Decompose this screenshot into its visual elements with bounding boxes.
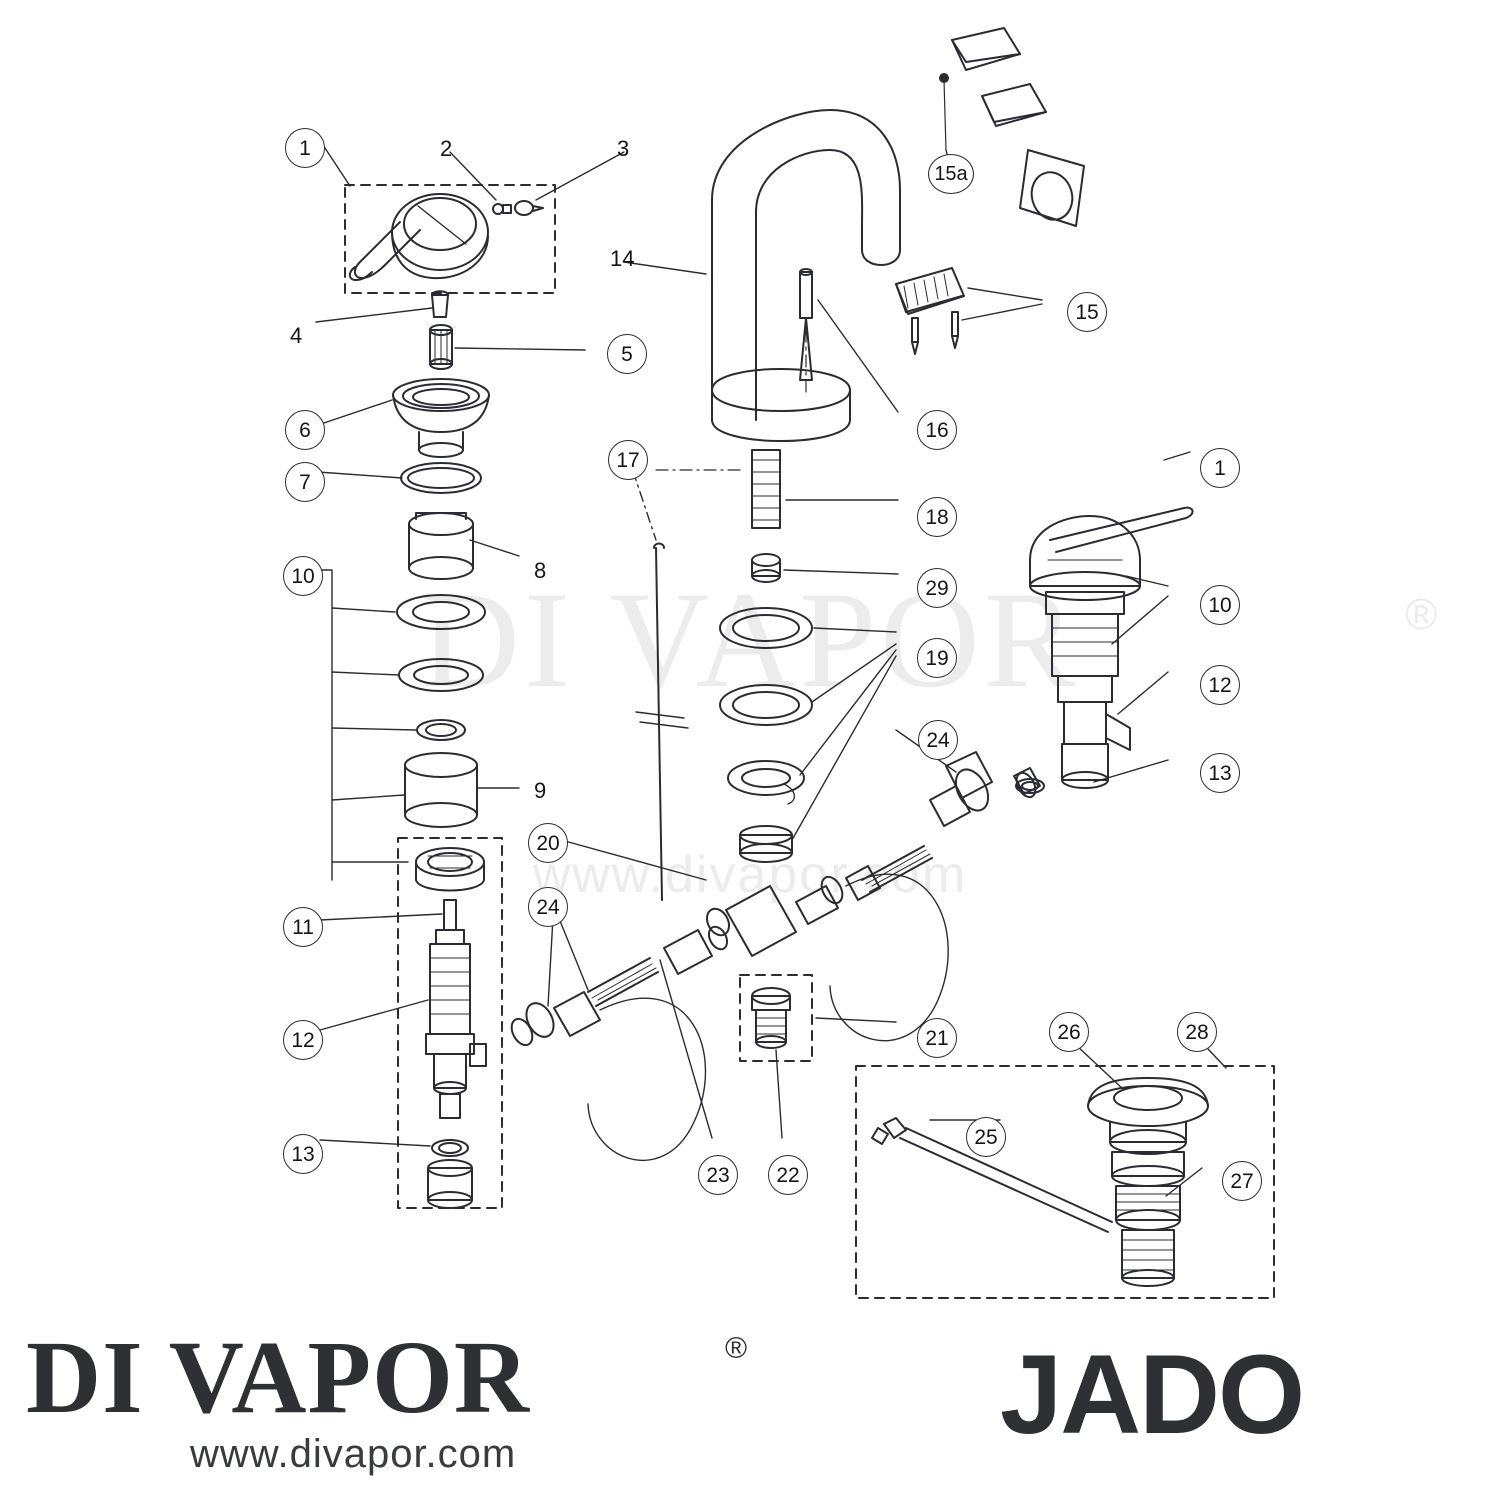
callout-15: 15	[1067, 292, 1107, 332]
divapor-registered-mark: ®	[725, 1332, 748, 1365]
callout-16: 16	[917, 410, 957, 450]
callout-6: 6	[285, 410, 325, 450]
group-box-cartridge	[397, 837, 503, 1209]
callout-24: 24	[918, 720, 958, 760]
callout-11: 11	[283, 907, 323, 947]
callout-3: 3	[617, 136, 630, 161]
callout-5: 5	[607, 334, 647, 374]
callout-24: 24	[528, 887, 568, 927]
callout-2: 2	[440, 136, 453, 161]
callout-23: 23	[698, 1155, 738, 1195]
callout-10: 10	[283, 556, 323, 596]
callout-1: 1	[1200, 448, 1240, 488]
divapor-url-text: www.divapor.com	[190, 1432, 517, 1476]
callout-13: 13	[1200, 753, 1240, 793]
callout-19: 19	[917, 638, 957, 678]
group-box-connector	[739, 974, 813, 1062]
group-box-waste	[855, 1065, 1275, 1299]
callout-15a: 15a	[928, 154, 974, 194]
callout-29: 29	[917, 568, 957, 608]
watermark-registered-mark: ®	[1405, 590, 1438, 639]
callout-20: 20	[528, 823, 568, 863]
jado-logo-text: JADO	[1000, 1332, 1305, 1457]
callout-13: 13	[283, 1134, 323, 1174]
callout-14: 14	[610, 246, 635, 271]
callout-8: 8	[534, 558, 547, 583]
callout-10: 10	[1200, 585, 1240, 625]
callout-25: 25	[966, 1117, 1006, 1157]
callout-21: 21	[917, 1018, 957, 1058]
callout-27: 27	[1222, 1161, 1262, 1201]
callout-22: 22	[768, 1155, 808, 1195]
callout-18: 18	[917, 497, 957, 537]
callout-26: 26	[1049, 1012, 1089, 1052]
callout-28: 28	[1177, 1012, 1217, 1052]
jado-logo-background	[995, 1340, 1475, 1480]
callout-1: 1	[285, 128, 325, 168]
divapor-logo-text: DI VAPOR	[26, 1320, 531, 1435]
group-box-1	[344, 184, 556, 294]
callout-9: 9	[534, 778, 547, 803]
callout-4: 4	[290, 323, 303, 348]
callout-12: 12	[1200, 665, 1240, 705]
callout-7: 7	[285, 462, 325, 502]
callout-17: 17	[608, 440, 648, 480]
callout-12: 12	[283, 1020, 323, 1060]
